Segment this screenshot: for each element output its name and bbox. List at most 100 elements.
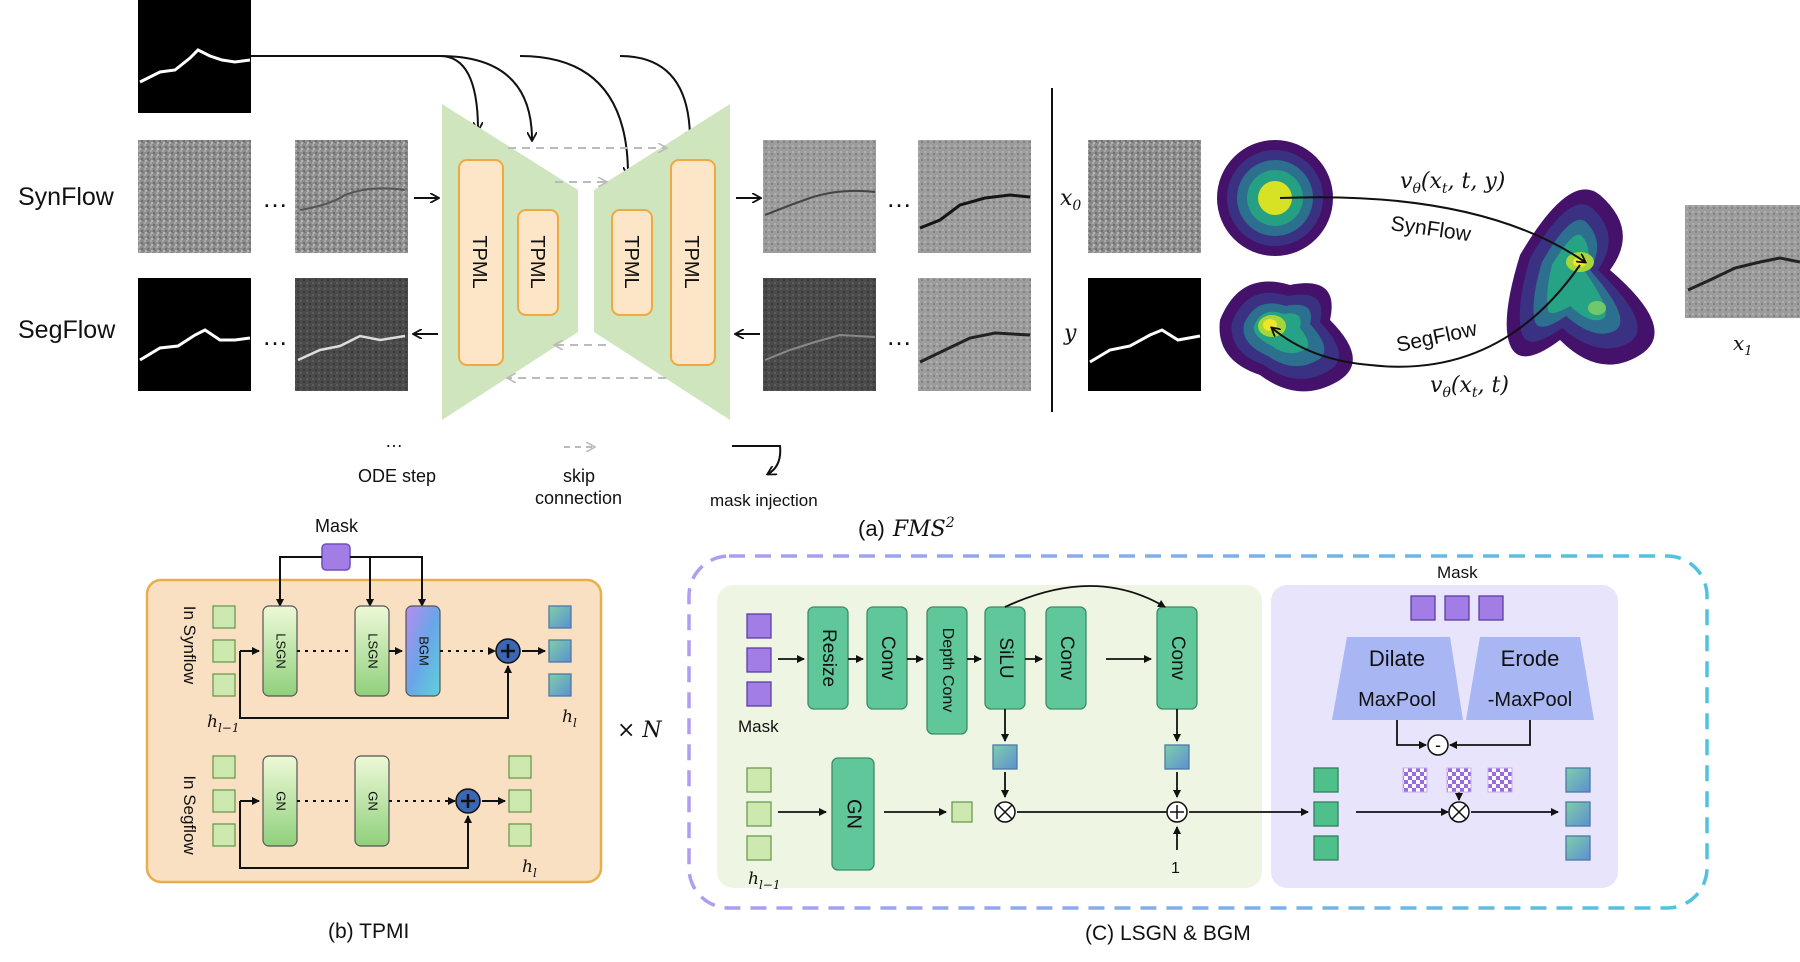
target-distribution bbox=[1506, 189, 1655, 365]
svg-text:BGM: BGM bbox=[417, 636, 432, 666]
multiply-node-bgm bbox=[1448, 801, 1470, 823]
ellipsis-seg-right: … bbox=[886, 321, 912, 351]
panel-c: Mask Resize Conv Depth Conv SiLU Conv Co… bbox=[687, 554, 1709, 945]
svg-text:SiLU: SiLU bbox=[995, 637, 1016, 678]
label-h-prev-c: hl−1 bbox=[748, 869, 780, 892]
svg-text:TPML: TPML bbox=[620, 235, 642, 288]
segflow-mask-image-1 bbox=[138, 278, 251, 391]
dilate-block: Dilate MaxPool bbox=[1332, 637, 1463, 720]
resize-block: Resize bbox=[807, 606, 849, 710]
caption-c: (C) LSGN & BGM bbox=[1085, 922, 1251, 945]
synflow-output-image-2 bbox=[918, 140, 1031, 253]
segflow-input-cubes bbox=[212, 755, 236, 847]
svg-text:Dilate: Dilate bbox=[1369, 646, 1425, 671]
synflow-output-cubes bbox=[548, 605, 572, 697]
label-one: 1 bbox=[1171, 860, 1180, 877]
svg-text:Erode: Erode bbox=[1501, 646, 1560, 671]
row-label-segflow: SegFlow bbox=[18, 316, 116, 344]
bgm-output-cubes bbox=[1565, 767, 1591, 861]
conv-block-2: Conv bbox=[1045, 606, 1087, 710]
boundary-maps bbox=[1402, 767, 1513, 793]
tpml-block-2: TPML bbox=[517, 209, 559, 316]
label-h-prev-b: hl−1 bbox=[207, 712, 239, 735]
gamma-cube bbox=[992, 744, 1018, 770]
caption-b: (b) TPMI bbox=[328, 920, 409, 943]
gn-block-2: GN bbox=[354, 755, 390, 847]
segflow-mask-image-2 bbox=[295, 278, 408, 391]
ellipsis-seg-left: … bbox=[262, 321, 288, 351]
row-label-synflow: SynFlow bbox=[18, 183, 115, 211]
segflow-row-arrows bbox=[239, 797, 506, 869]
panel-b-mask-label: Mask bbox=[315, 516, 359, 536]
add-node-lsgn bbox=[1166, 801, 1188, 823]
panel-b-mask-lines bbox=[276, 556, 426, 607]
segflow-output-cubes bbox=[508, 755, 532, 847]
svg-text:TPML: TPML bbox=[468, 235, 490, 288]
plus-node-seg bbox=[455, 788, 481, 814]
label-h-l-seg: hl bbox=[522, 857, 537, 880]
svg-text:Conv: Conv bbox=[1167, 636, 1188, 681]
y-mask-image bbox=[1088, 278, 1201, 391]
panel-a: SynFlow SegFlow … … TPML T bbox=[18, 0, 1800, 542]
svg-text:GN: GN bbox=[274, 791, 289, 811]
svg-text:Depth Conv: Depth Conv bbox=[939, 628, 956, 713]
lsgn-mask-cubes bbox=[746, 613, 772, 707]
bgm-input-cubes bbox=[1313, 767, 1339, 861]
label-times-n: × N bbox=[617, 718, 662, 743]
label-y: y bbox=[1063, 321, 1077, 346]
svg-text:-MaxPool: -MaxPool bbox=[1488, 689, 1572, 711]
label-x1: x1 bbox=[1733, 331, 1753, 359]
label-in-segflow: In Segflow bbox=[180, 775, 199, 855]
mask-image-input bbox=[138, 0, 251, 113]
panel-b-box bbox=[145, 578, 603, 884]
lsgn-block-2: LSGN bbox=[354, 605, 390, 697]
svg-text:LSGN: LSGN bbox=[366, 633, 381, 668]
gn-block-c: GN bbox=[831, 757, 875, 871]
svg-text:MaxPool: MaxPool bbox=[1358, 689, 1436, 711]
legend-ode-step: ODE step bbox=[358, 466, 436, 486]
beta-cube bbox=[1164, 744, 1190, 770]
legend-mask-injection-line bbox=[732, 445, 782, 474]
svg-text:Conv: Conv bbox=[877, 636, 898, 681]
caption-a: (a)FMS2 bbox=[858, 515, 955, 542]
mask-distribution bbox=[1219, 281, 1353, 392]
synflow-noise-image-1 bbox=[138, 140, 251, 253]
svg-text:GN: GN bbox=[843, 799, 865, 829]
depth-conv-block: Depth Conv bbox=[926, 606, 968, 735]
synflow-input-cubes bbox=[212, 605, 236, 697]
ellipsis-syn-right: … bbox=[886, 183, 912, 213]
svg-text:Conv: Conv bbox=[1056, 636, 1077, 681]
panel-b-mask-cube bbox=[321, 543, 351, 571]
label-x0: x0 bbox=[1060, 186, 1081, 214]
skip-connections bbox=[508, 148, 666, 378]
svg-text:GN: GN bbox=[366, 791, 381, 811]
svg-text:TPML: TPML bbox=[526, 235, 548, 288]
lsgn-top-arrows bbox=[778, 585, 1181, 742]
synflow-noise-image-2 bbox=[295, 140, 408, 253]
silu-block: SiLU bbox=[984, 606, 1026, 710]
source-distribution bbox=[1217, 140, 1333, 256]
mask-injection-arrows bbox=[251, 55, 690, 175]
svg-text:-: - bbox=[1435, 735, 1441, 755]
tpml-block-3: TPML bbox=[611, 209, 653, 316]
x0-noise-image bbox=[1088, 140, 1201, 253]
label-in-synflow: In Synflow bbox=[180, 606, 199, 685]
panel-b: Mask In Synflow In Segflow hl−1 LSGN LSG… bbox=[145, 516, 662, 943]
multiply-node-lsgn bbox=[994, 801, 1016, 823]
ellipsis-syn-left: … bbox=[262, 183, 288, 213]
tpml-block-4: TPML bbox=[670, 159, 716, 366]
bgm-mask-cubes bbox=[1410, 595, 1504, 621]
flow-arrows bbox=[1272, 196, 1585, 368]
label-segflow-arrow: SegFlow bbox=[1394, 317, 1480, 357]
label-v-seg: vθ(xt, t) bbox=[1430, 373, 1509, 401]
bgm-mask-label: Mask bbox=[1437, 563, 1478, 582]
lsgn-mask-label: Mask bbox=[738, 717, 779, 736]
lsgn-block-1: LSGN bbox=[262, 605, 298, 697]
x1-image bbox=[1685, 205, 1800, 318]
svg-text:LSGN: LSGN bbox=[274, 633, 289, 668]
legend-skip-line1: skip bbox=[563, 466, 595, 486]
minus-node: - bbox=[1427, 734, 1449, 756]
synflow-output-image-1 bbox=[763, 140, 876, 253]
bgm-block: BGM bbox=[405, 605, 441, 697]
